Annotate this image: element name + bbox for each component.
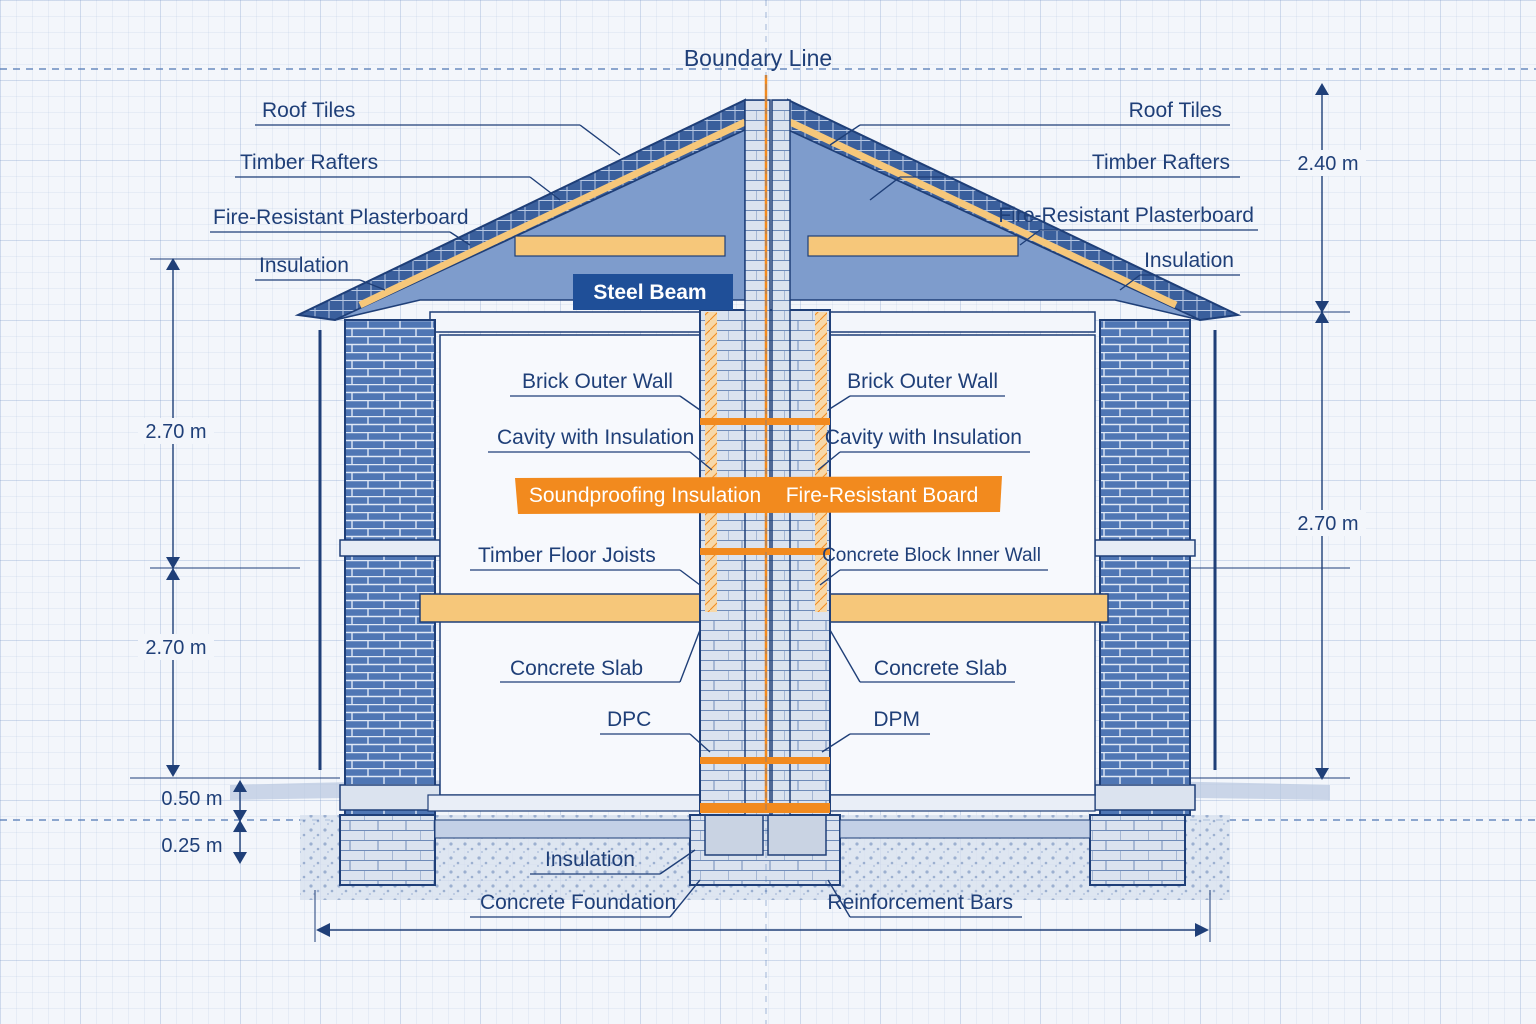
right-labels: Roof Tiles Timber Rafters Fire-Resistant…: [817, 99, 1258, 918]
soundproofing-label: Soundproofing Insulation: [529, 484, 761, 507]
left-roof-tiles-label: Roof Tiles: [262, 99, 355, 122]
right-roof-tiles-label: Roof Tiles: [1129, 99, 1222, 122]
right-inner-wall-label: Concrete Block Inner Wall: [822, 545, 1041, 566]
steel-beam-label: Steel Beam: [593, 281, 706, 304]
outer-brick-walls: [318, 319, 1217, 816]
right-concrete-slab-label: Concrete Slab: [874, 657, 1007, 680]
interior-rooms: [419, 334, 1109, 812]
right-plasterboard-label: Fire-Resistant Plasterboard: [998, 204, 1254, 227]
steel-beam-tag: Steel Beam: [573, 274, 733, 310]
right-insulation-label: Insulation: [1144, 249, 1234, 272]
right-timber-rafters-label: Timber Rafters: [1092, 151, 1230, 174]
left-floor-joists-label: Timber Floor Joists: [478, 544, 656, 567]
left-concrete-slab-label: Concrete Slab: [510, 657, 643, 680]
left-dimensions: 2.70 m 2.70 m 0.50 m 0.25 m: [130, 258, 340, 864]
left-plasterboard-label: Fire-Resistant Plasterboard: [213, 206, 469, 229]
dim-left-lower: 2.70 m: [145, 637, 206, 659]
right-dimensions: 2.40 m 2.70 m: [1190, 83, 1366, 780]
dim-right-roof: 2.40 m: [1297, 153, 1358, 175]
left-insulation-label: Insulation: [259, 254, 349, 277]
foundation-footings: [339, 814, 1186, 886]
roof: [294, 98, 1242, 333]
left-cavity-label: Cavity with Insulation: [497, 426, 694, 449]
left-dpc-label: DPC: [607, 708, 651, 731]
left-foundation-insulation-label: Insulation: [545, 848, 635, 871]
orange-banner: Soundproofing Insulation Fire-Resistant …: [515, 476, 1002, 514]
dim-left-upper: 2.70 m: [145, 421, 206, 443]
right-reinforcement-label: Reinforcement Bars: [827, 891, 1013, 914]
dim-right-wall: 2.70 m: [1297, 513, 1358, 535]
dim-left-plinth: 0.50 m: [161, 788, 222, 810]
right-brick-outer-wall-label: Brick Outer Wall: [847, 370, 998, 393]
boundary-line-label: Boundary Line: [684, 45, 832, 71]
left-concrete-foundation-label: Concrete Foundation: [480, 891, 676, 914]
left-brick-outer-wall-label: Brick Outer Wall: [522, 370, 673, 393]
fire-resistant-board-label: Fire-Resistant Board: [786, 484, 979, 507]
left-timber-rafters-label: Timber Rafters: [240, 151, 378, 174]
overall-width-dimension: [314, 890, 1211, 942]
left-labels: Roof Tiles Timber Rafters Fire-Resistant…: [210, 99, 713, 918]
right-cavity-label: Cavity with Insulation: [825, 426, 1022, 449]
right-dpm-label: DPM: [873, 708, 920, 731]
dim-left-footing: 0.25 m: [161, 835, 222, 857]
